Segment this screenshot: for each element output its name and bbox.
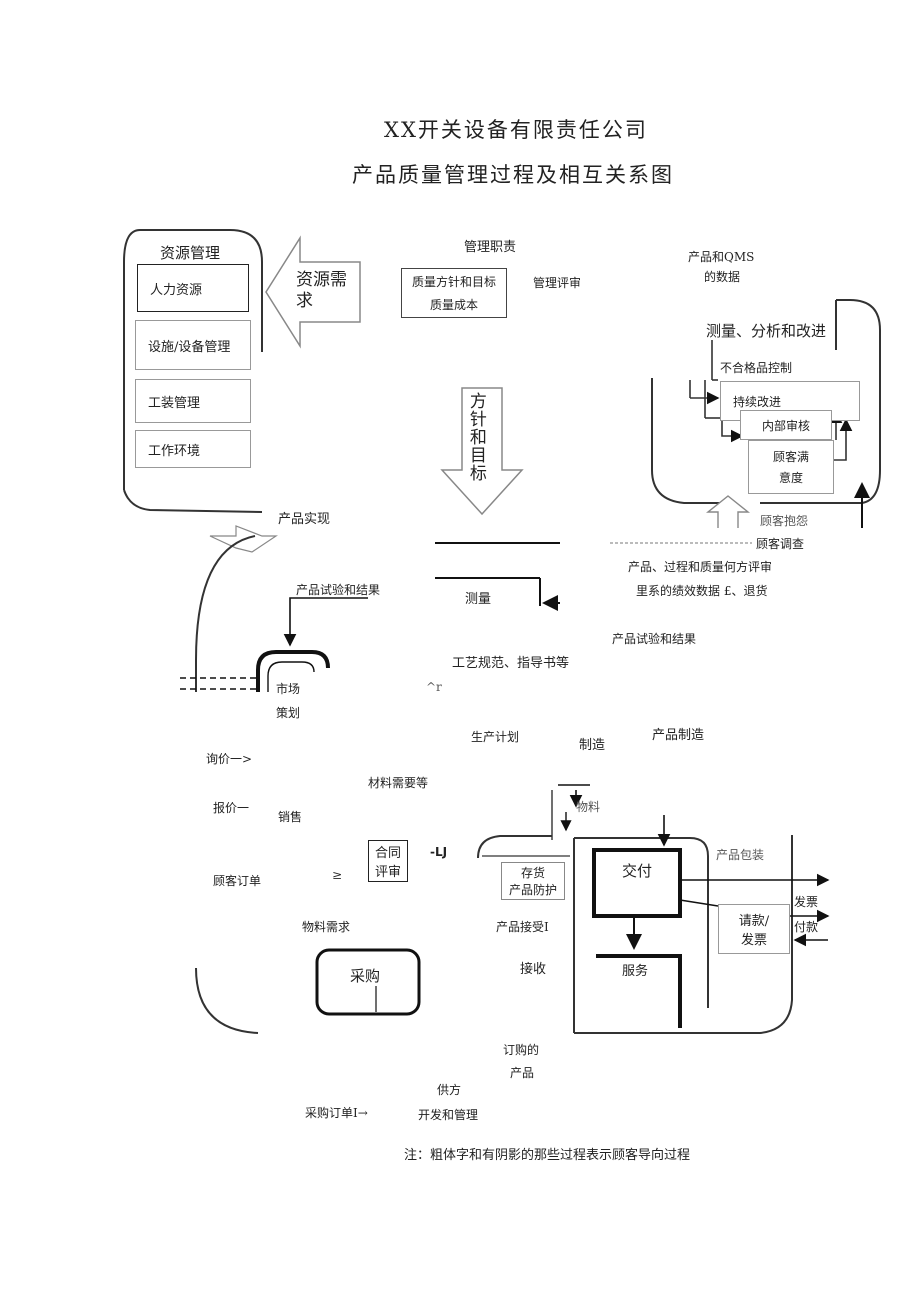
realization-title: 产品实现 [278, 512, 331, 527]
measurement-title: 测量、分析和改进 [706, 322, 827, 340]
management-review: 管理评审 [533, 276, 582, 290]
supplier-label-1: 供方 [437, 1083, 462, 1097]
production-plan-label: 生产计划 [471, 730, 520, 744]
packaging-label: 产品包装 [716, 848, 765, 862]
survey-label: 顾客调查 [756, 537, 805, 551]
resource-item-label: 人力资源 [150, 282, 203, 298]
resource-item-label: 工装管理 [148, 395, 201, 411]
audit-box: 内部审核 [740, 410, 832, 440]
customer-order-label: 顾客订单 [213, 874, 262, 888]
complaint-label: 顾客抱怨 [760, 514, 809, 528]
audit-label: 内部审核 [761, 418, 810, 433]
manufacture-label: 制造 [579, 738, 606, 753]
resource-item-label: 设施/设备管理 [148, 339, 231, 355]
service-label: 服务 [622, 964, 649, 979]
process-spec-label: 工艺规范、指导书等 [452, 656, 570, 671]
resource-title: 资源管理 [160, 244, 221, 262]
resource-item-hr: 人力资源 [137, 264, 249, 312]
resource-item-environment: 工作环境 [135, 430, 251, 468]
material-label: 物料 [576, 800, 601, 814]
stock-label-1: 存货 [520, 866, 545, 880]
quality-policy-label: 质量方针和目标 [411, 275, 496, 289]
test-results-left: 产品试验和结果 [296, 583, 381, 597]
invoice-label-1: 请款/ [738, 914, 770, 929]
satisfaction-label-2: 意度 [778, 471, 803, 485]
footnote: 注：粗体字和有阴影的那些过程表示顾客导向过程 [404, 1148, 691, 1163]
resource-need-arrow [265, 235, 361, 349]
improve-label: 持续改进 [733, 394, 782, 409]
resource-frame [123, 229, 263, 490]
resource-frame-bottom [123, 489, 263, 513]
measure-label: 测量 [465, 592, 492, 607]
contract-review-label-1: 合同 [374, 846, 401, 861]
company-title: XX开关设备有限责任公司 [384, 118, 648, 142]
resource-item-tooling: 工装管理 [135, 379, 251, 423]
ordered-product-label-1: 订购的 [503, 1043, 540, 1057]
invoice-label-2: 发票 [740, 933, 767, 948]
policy-arrow-label: 方针和目标 [465, 392, 486, 482]
contract-review-box: 合同 评审 [368, 840, 408, 882]
qms-data-note-2: 的数据 [704, 270, 741, 284]
quality-policy-box: 质量方针和目标 质量成本 [401, 268, 507, 318]
contract-review-label-2: 评审 [374, 865, 401, 880]
sales-label: 销售 [278, 810, 303, 824]
ordered-product-label-2: 产品 [510, 1066, 535, 1080]
lj-mark: -LJ [430, 845, 448, 859]
ship-label: 发票 [794, 895, 819, 909]
delivery-box [592, 848, 682, 918]
lower-frame [195, 967, 259, 1034]
resource-item-label: 工作环境 [148, 443, 201, 459]
performance-label-2: 里系的绩效数据 £、退货 [636, 584, 768, 598]
purchase-label: 采购 [350, 967, 381, 985]
satisfaction-box: 顾客满 意度 [748, 440, 834, 494]
satisfaction-label-1: 顾客满 [772, 450, 809, 464]
delivery-label: 交付 [622, 862, 653, 880]
quality-cost-label: 质量成本 [429, 298, 478, 312]
order-mark: ≥ [332, 868, 343, 882]
invoice-box: 请款/ 发票 [718, 904, 790, 954]
supplier-label-2: 开发和管理 [418, 1108, 479, 1122]
resource-item-facility: 设施/设备管理 [135, 320, 251, 370]
qms-data-note-1: 产品和QMS [688, 250, 755, 264]
market-label-1: 市场 [276, 682, 301, 696]
resource-need-label: 资源需求 [296, 270, 347, 312]
purchase-order-label: 采购订单I→ [305, 1106, 368, 1120]
stock-label-2: 产品防护 [508, 883, 557, 897]
complaint-up-arrow [706, 495, 750, 528]
quote-label: 报价一 [213, 801, 250, 815]
acceptance-label: 产品接受I [496, 920, 549, 934]
receive-label: 接收 [520, 962, 547, 977]
product-manufacture-label: 产品制造 [652, 728, 705, 743]
material-req-etc-label: 材料需要等 [368, 776, 429, 790]
diagram-title: 产品质量管理过程及相互关系图 [352, 163, 674, 187]
test-results-right: 产品试验和结果 [612, 632, 697, 646]
policy-down-arrow [440, 387, 524, 516]
inquiry-label: 询价一> [206, 752, 253, 766]
realization-frame [195, 535, 256, 692]
purchase-box [315, 948, 421, 1016]
payment-label: 付款 [794, 920, 819, 934]
stray-mark: ^r [426, 680, 442, 694]
performance-label-1: 产品、过程和质量何方评审 [628, 560, 773, 574]
stock-box: 存货 产品防护 [501, 862, 565, 900]
market-label-2: 策划 [276, 706, 301, 720]
management-title: 管理职责 [464, 240, 517, 255]
material-need-label: 物料需求 [302, 920, 351, 934]
measurement-frame-right [760, 299, 881, 504]
measurement-frame [651, 378, 720, 504]
market-frame [256, 650, 330, 692]
nonconforming-label: 不合格品控制 [720, 361, 793, 375]
